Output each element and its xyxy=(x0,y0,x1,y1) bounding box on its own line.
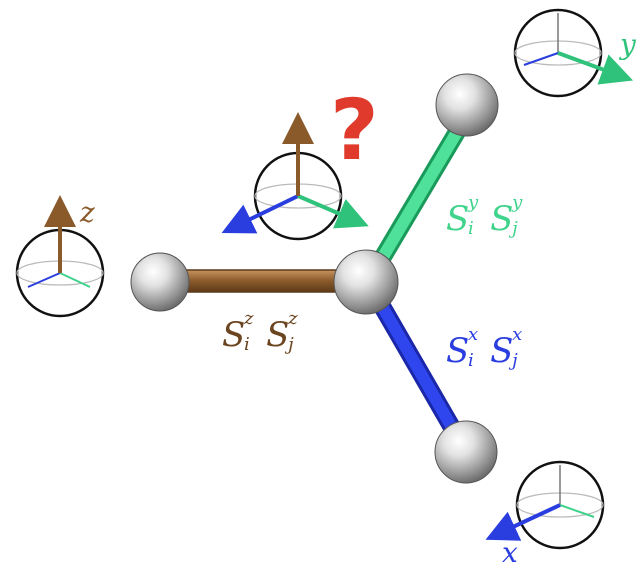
spin-arrow-center-x xyxy=(221,194,299,234)
spin-sphere-y xyxy=(513,8,634,98)
x-bond xyxy=(359,273,474,459)
question-mark: ? xyxy=(330,81,379,179)
spin-sphere-x xyxy=(485,460,605,550)
axis-label-z: z xyxy=(80,196,95,229)
spin-arrow-x xyxy=(485,503,561,541)
y-bond xyxy=(359,101,479,291)
atom-bottom xyxy=(434,420,498,484)
spin-sphere-z xyxy=(15,195,105,318)
spin-arrow-y xyxy=(557,51,634,85)
atom-top xyxy=(435,73,499,137)
atom-center xyxy=(333,249,399,315)
atom-left xyxy=(130,252,190,312)
axis-label-x: x xyxy=(502,536,518,569)
axis-label-y: y xyxy=(620,28,636,61)
spin-sphere-center xyxy=(221,112,369,241)
spin-arrow-center-y xyxy=(297,194,369,229)
